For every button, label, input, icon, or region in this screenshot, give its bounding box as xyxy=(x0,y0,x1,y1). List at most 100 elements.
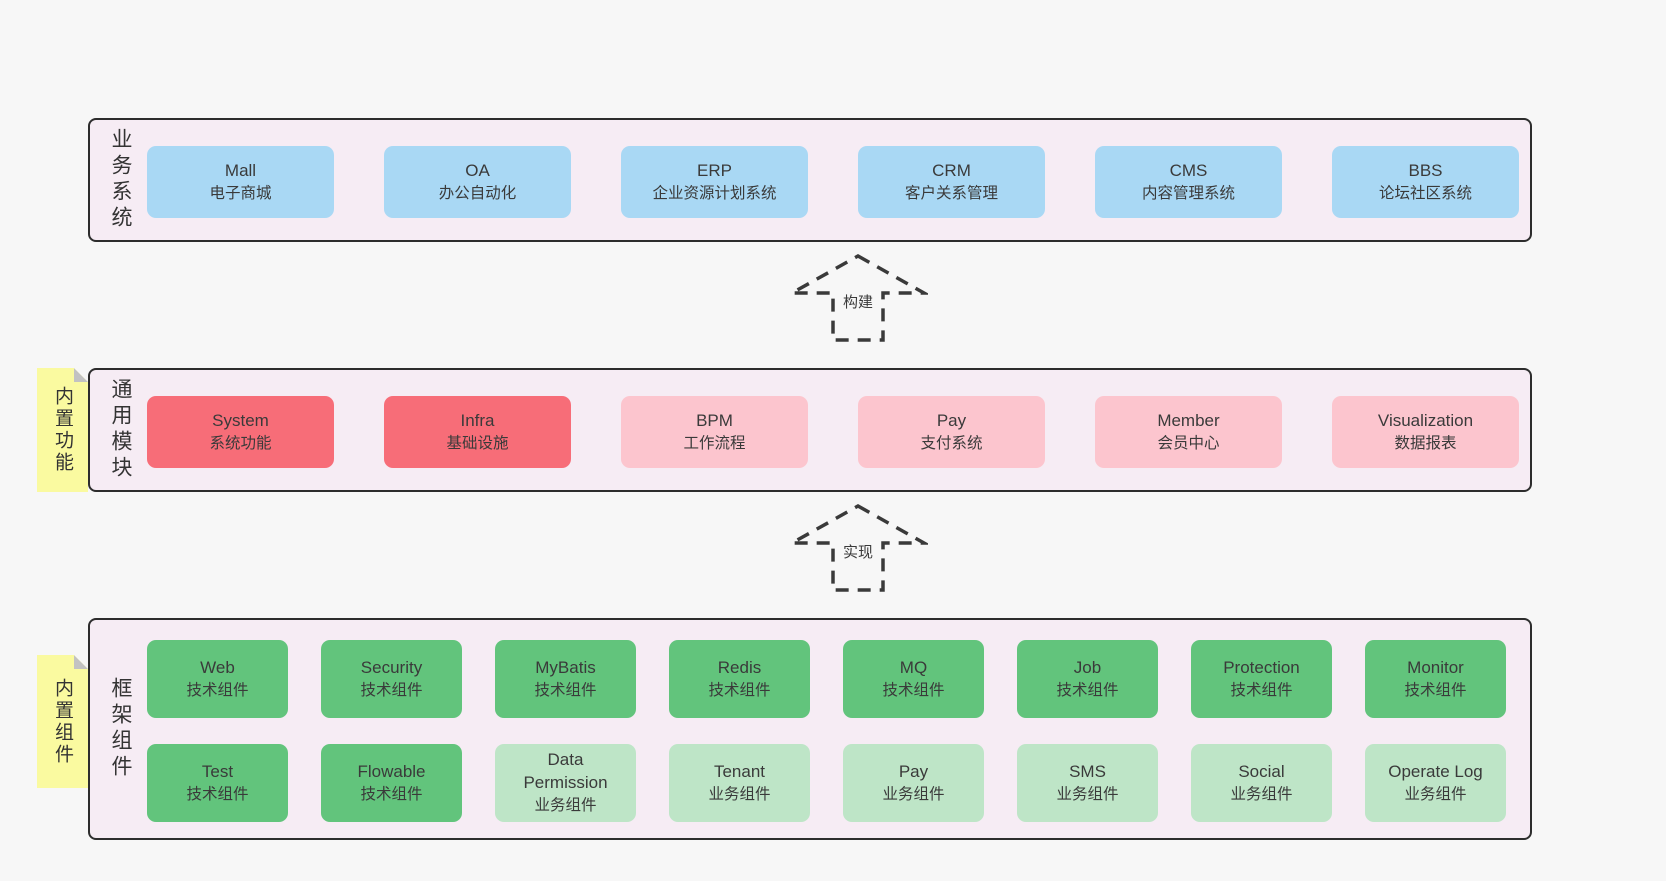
box-title: Security xyxy=(360,657,423,677)
arrow-build-label: 构建 xyxy=(839,290,877,313)
box-pay-system: Pay 支付系统 xyxy=(858,396,1045,468)
sticky-label: 内置组件 xyxy=(52,677,73,766)
box-subtitle: 技术组件 xyxy=(186,785,249,803)
sticky-label: 内置功能 xyxy=(52,386,73,474)
box-member: Member 会员中心 xyxy=(1095,396,1282,468)
components-row-2: Test 技术组件 Flowable 技术组件 Data Permission … xyxy=(147,744,1506,822)
layer-label-modules: 通用模块 xyxy=(109,378,132,482)
box-title: Monitor xyxy=(1407,657,1464,677)
box-visualization: Visualization 数据报表 xyxy=(1332,396,1519,468)
box-subtitle: 数据报表 xyxy=(1394,434,1457,452)
box-redis: Redis 技术组件 xyxy=(669,640,810,718)
box-title: Mall xyxy=(224,160,257,180)
box-data-permission: Data Permission 业务组件 xyxy=(495,744,636,822)
fold-corner-icon xyxy=(74,655,88,669)
box-subtitle: 会员中心 xyxy=(1157,434,1220,452)
box-test: Test 技术组件 xyxy=(147,744,288,822)
modules-box-row: System 系统功能 Infra 基础设施 BPM 工作流程 Pay 支付系统… xyxy=(147,396,1519,468)
box-title: Pay xyxy=(936,410,967,430)
box-subtitle: 技术组件 xyxy=(1404,681,1467,699)
box-subtitle: 工作流程 xyxy=(683,434,746,452)
box-title: CMS xyxy=(1169,160,1208,180)
block-arrow-up-icon xyxy=(788,253,928,342)
layer-label-business: 业务系统 xyxy=(109,128,132,232)
box-subtitle: 业务组件 xyxy=(1230,785,1293,803)
box-erp: ERP 企业资源计划系统 xyxy=(621,146,808,218)
box-mq: MQ 技术组件 xyxy=(843,640,984,718)
box-title: Visualization xyxy=(1377,410,1474,430)
box-subtitle: 论坛社区系统 xyxy=(1378,184,1472,202)
fold-corner-icon xyxy=(74,368,88,382)
box-title: BBS xyxy=(1408,160,1443,180)
box-title: MQ xyxy=(899,657,928,677)
box-title: Social xyxy=(1238,761,1285,781)
box-subtitle: 技术组件 xyxy=(534,681,597,699)
layer-common-modules: 通用模块 System 系统功能 Infra 基础设施 BPM 工作流程 Pay… xyxy=(88,368,1532,492)
box-mall: Mall 电子商城 xyxy=(147,146,334,218)
box-subtitle: 技术组件 xyxy=(708,681,771,699)
arrow-implement-label: 实现 xyxy=(839,540,877,563)
box-subtitle: 技术组件 xyxy=(1230,681,1293,699)
box-web: Web 技术组件 xyxy=(147,640,288,718)
box-title: BPM xyxy=(696,410,733,430)
components-row-1: Web 技术组件 Security 技术组件 MyBatis 技术组件 Redi… xyxy=(147,640,1506,718)
box-subtitle: 业务组件 xyxy=(1404,785,1467,803)
box-title: System xyxy=(212,410,269,430)
box-title: Infra xyxy=(460,410,495,430)
arrow-build: 构建 xyxy=(788,252,928,344)
box-title: Web xyxy=(200,657,235,677)
box-title: ERP xyxy=(697,160,732,180)
box-protection: Protection 技术组件 xyxy=(1191,640,1332,718)
box-security: Security 技术组件 xyxy=(321,640,462,718)
sticky-note-built-in-components: 内置组件 xyxy=(37,655,88,788)
box-title: Data Permission xyxy=(523,750,608,793)
box-pay-business: Pay 业务组件 xyxy=(843,744,984,822)
box-title: OA xyxy=(465,160,490,180)
box-tenant: Tenant 业务组件 xyxy=(669,744,810,822)
box-subtitle: 技术组件 xyxy=(1056,681,1119,699)
box-subtitle: 技术组件 xyxy=(360,681,423,699)
box-subtitle: 支付系统 xyxy=(920,434,983,452)
box-title: Tenant xyxy=(713,761,766,781)
box-title: Redis xyxy=(717,657,762,677)
box-oa: OA 办公自动化 xyxy=(384,146,571,218)
box-title: Pay xyxy=(898,761,929,781)
box-subtitle: 业务组件 xyxy=(534,797,597,815)
box-system: System 系统功能 xyxy=(147,396,334,468)
block-arrow-up-icon xyxy=(788,503,928,592)
layer-business-systems: 业务系统 Mall 电子商城 OA 办公自动化 ERP 企业资源计划系统 CRM… xyxy=(88,118,1532,242)
box-job: Job 技术组件 xyxy=(1017,640,1158,718)
layer-label-components: 框架组件 xyxy=(109,677,132,781)
box-flowable: Flowable 技术组件 xyxy=(321,744,462,822)
box-title: Member xyxy=(1157,410,1220,430)
box-bpm: BPM 工作流程 xyxy=(621,396,808,468)
box-subtitle: 技术组件 xyxy=(186,681,249,699)
box-infra: Infra 基础设施 xyxy=(384,396,571,468)
box-subtitle: 业务组件 xyxy=(882,785,945,803)
box-bbs: BBS 论坛社区系统 xyxy=(1332,146,1519,218)
box-title: Job xyxy=(1073,657,1102,677)
box-title: Operate Log xyxy=(1388,761,1483,781)
box-title: Protection xyxy=(1223,657,1300,677)
box-subtitle: 业务组件 xyxy=(1056,785,1119,803)
business-box-row: Mall 电子商城 OA 办公自动化 ERP 企业资源计划系统 CRM 客户关系… xyxy=(147,146,1519,218)
box-subtitle: 基础设施 xyxy=(446,434,509,452)
box-social: Social 业务组件 xyxy=(1191,744,1332,822)
box-sms: SMS 业务组件 xyxy=(1017,744,1158,822)
box-title: Test xyxy=(201,761,234,781)
box-title: Flowable xyxy=(357,761,426,781)
box-operate-log: Operate Log 业务组件 xyxy=(1365,744,1506,822)
box-monitor: Monitor 技术组件 xyxy=(1365,640,1506,718)
box-subtitle: 客户关系管理 xyxy=(904,184,998,202)
box-title: CRM xyxy=(932,160,971,180)
box-subtitle: 业务组件 xyxy=(708,785,771,803)
box-subtitle: 技术组件 xyxy=(360,785,423,803)
box-mybatis: MyBatis 技术组件 xyxy=(495,640,636,718)
box-subtitle: 办公自动化 xyxy=(438,184,517,202)
arrow-implement: 实现 xyxy=(788,502,928,594)
box-subtitle: 企业资源计划系统 xyxy=(652,184,777,202)
box-cms: CMS 内容管理系统 xyxy=(1095,146,1282,218)
box-subtitle: 内容管理系统 xyxy=(1141,184,1235,202)
box-subtitle: 技术组件 xyxy=(882,681,945,699)
